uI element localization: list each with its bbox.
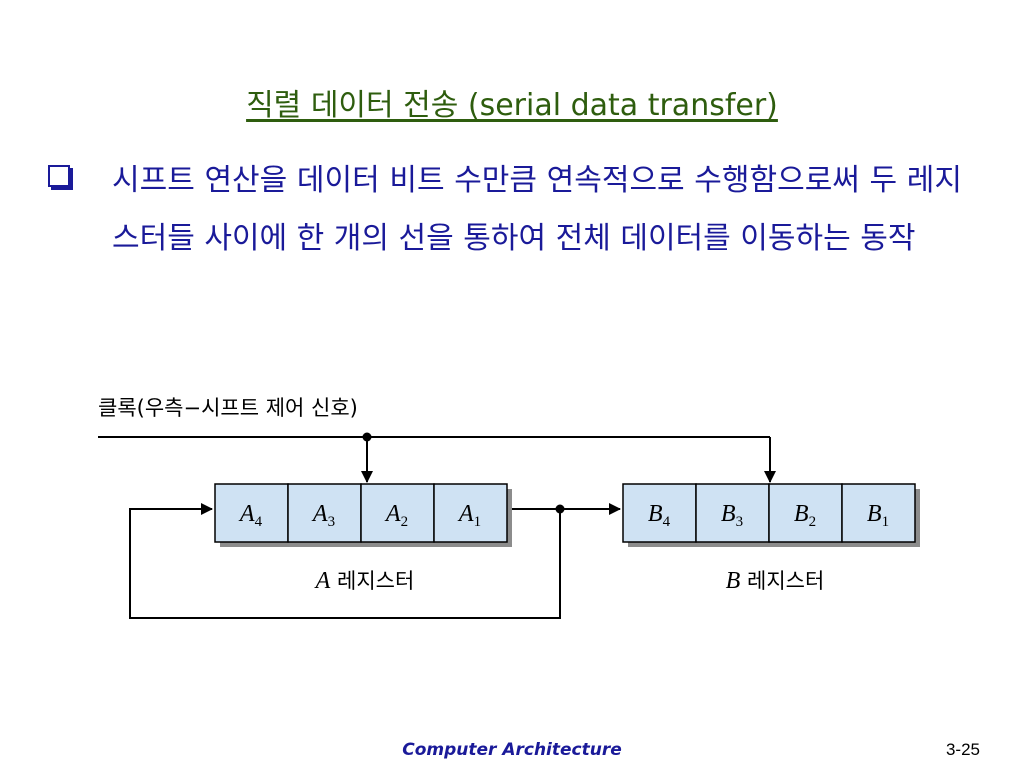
svg-text:A3: A3 [311, 501, 335, 530]
register-a-cell: A2 [360, 483, 435, 543]
footer-course-title: Computer Architecture [402, 740, 622, 760]
register-b-cell: B2 [768, 483, 843, 543]
register-b-label: B 레지스터 [726, 568, 825, 594]
svg-text:B1: B1 [867, 501, 889, 530]
register-a-cell: A4 [214, 483, 289, 543]
serial-transfer-diagram: 클록(우측−시프트 제어 신호) A4 A3 A2 A1 B4 [98, 396, 920, 619]
svg-text:B4: B4 [648, 501, 671, 530]
feedback-path [129, 503, 561, 619]
register-a-cell: A1 [433, 483, 508, 543]
checkbox-bullet-icon [46, 163, 70, 187]
register-b-cell: B3 [695, 483, 770, 543]
svg-text:A2: A2 [384, 501, 408, 530]
register-a-cell: A3 [287, 483, 362, 543]
register-a: A4 A3 A2 A1 [214, 483, 512, 547]
register-b-cell: B1 [841, 483, 916, 543]
register-b-cell: B4 [622, 483, 697, 543]
register-a-label: A 레지스터 [314, 568, 415, 594]
svg-text:B3: B3 [721, 501, 743, 530]
register-b: B4 B3 B2 B1 [622, 483, 920, 547]
bullet-text: 시프트 연산을 데이터 비트 수만큼 연속적으로 수행함으로써 두 레지스터들 … [112, 163, 962, 256]
slide-title: 직렬 데이터 전송 (serial data transfer) [246, 88, 778, 123]
svg-text:A4: A4 [238, 501, 263, 530]
svg-text:B2: B2 [794, 501, 816, 530]
svg-text:A1: A1 [457, 501, 481, 530]
footer-page-number: 3-25 [945, 740, 980, 759]
clock-label: 클록(우측−시프트 제어 신호) [98, 396, 358, 420]
